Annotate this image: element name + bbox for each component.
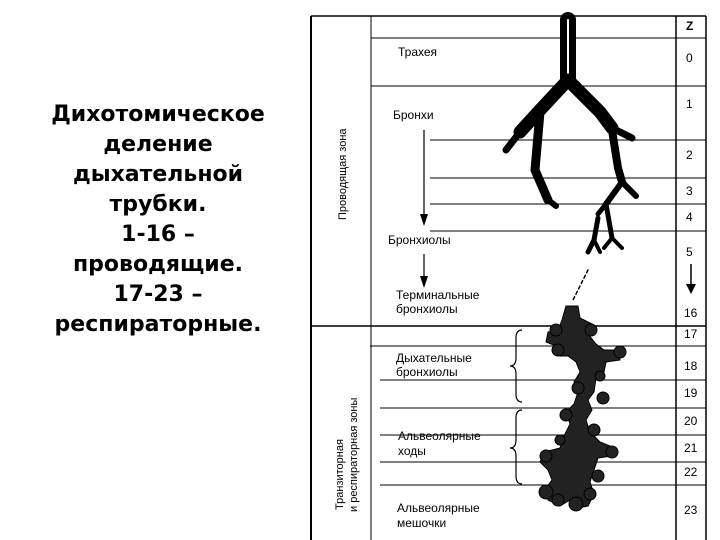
generation-number: 20 — [684, 414, 698, 428]
transit-zone-label-1: Транзиторная — [334, 439, 346, 510]
label-alveolar-sacs-1: Альвеолярные — [397, 501, 480, 515]
generation-number: 16 — [684, 306, 698, 320]
generation-row-lines — [370, 37, 706, 486]
generation-number: 19 — [684, 386, 698, 400]
respiratory-tree — [538, 305, 627, 512]
arrow-down-icon — [686, 264, 696, 294]
generation-number: 4 — [686, 210, 693, 224]
label-respiratory-bronchioles-2: бронхиолы — [396, 365, 458, 379]
generation-number: 23 — [684, 503, 698, 517]
arrow-down-icon — [420, 130, 428, 226]
caption-line: 1-16 – — [121, 222, 195, 247]
label-bronchi: Бронхи — [393, 108, 434, 122]
label-terminal-bronchioles-2: бронхиолы — [396, 302, 458, 316]
caption-line: деление — [103, 132, 213, 157]
generation-number: 1 — [686, 97, 693, 111]
label-respiratory-bronchioles-1: Дыхательные — [396, 351, 472, 365]
label-terminal-bronchioles-1: Терминальные — [396, 288, 480, 302]
label-trachea: Трахея — [398, 45, 437, 59]
generation-number: 0 — [686, 51, 693, 65]
label-alveolar-ducts-1: Альвеолярные — [398, 429, 481, 443]
conducting-zone-label: Проводящая зона — [337, 128, 349, 220]
label-alveolar-sacs-2: мешочки — [397, 516, 446, 530]
caption-line: респираторные. — [54, 312, 262, 337]
generation-number: 22 — [684, 465, 698, 479]
brace-respiratory-bronchioles — [509, 329, 523, 403]
diagram-frame — [310, 15, 707, 540]
label-alveolar-ducts-2: ходы — [398, 444, 426, 458]
label-bronchioles: Бронхиолы — [388, 233, 451, 247]
caption-line: 17-23 – — [113, 282, 203, 307]
brace-alveolar-ducts — [509, 409, 523, 485]
generation-number: 21 — [684, 441, 698, 455]
caption-line: Дихотомическое — [51, 102, 265, 127]
bronchial-tree — [502, 12, 639, 303]
slide-caption: Дихотомическое деление дыхательной трубк… — [14, 100, 302, 340]
generation-number: 2 — [686, 148, 693, 162]
generation-number: 3 — [686, 184, 693, 198]
generation-number: 18 — [684, 359, 698, 373]
generation-number: 5 — [686, 245, 693, 259]
arrow-down-icon — [420, 254, 428, 288]
caption-line: дыхательной — [72, 162, 244, 187]
caption-line: проводящие. — [72, 252, 243, 277]
generation-number: 17 — [684, 327, 698, 341]
transit-zone-label-2: и респираторная зоны — [348, 398, 360, 512]
z-header: Z — [686, 19, 693, 33]
caption-line: трубки. — [109, 192, 207, 217]
